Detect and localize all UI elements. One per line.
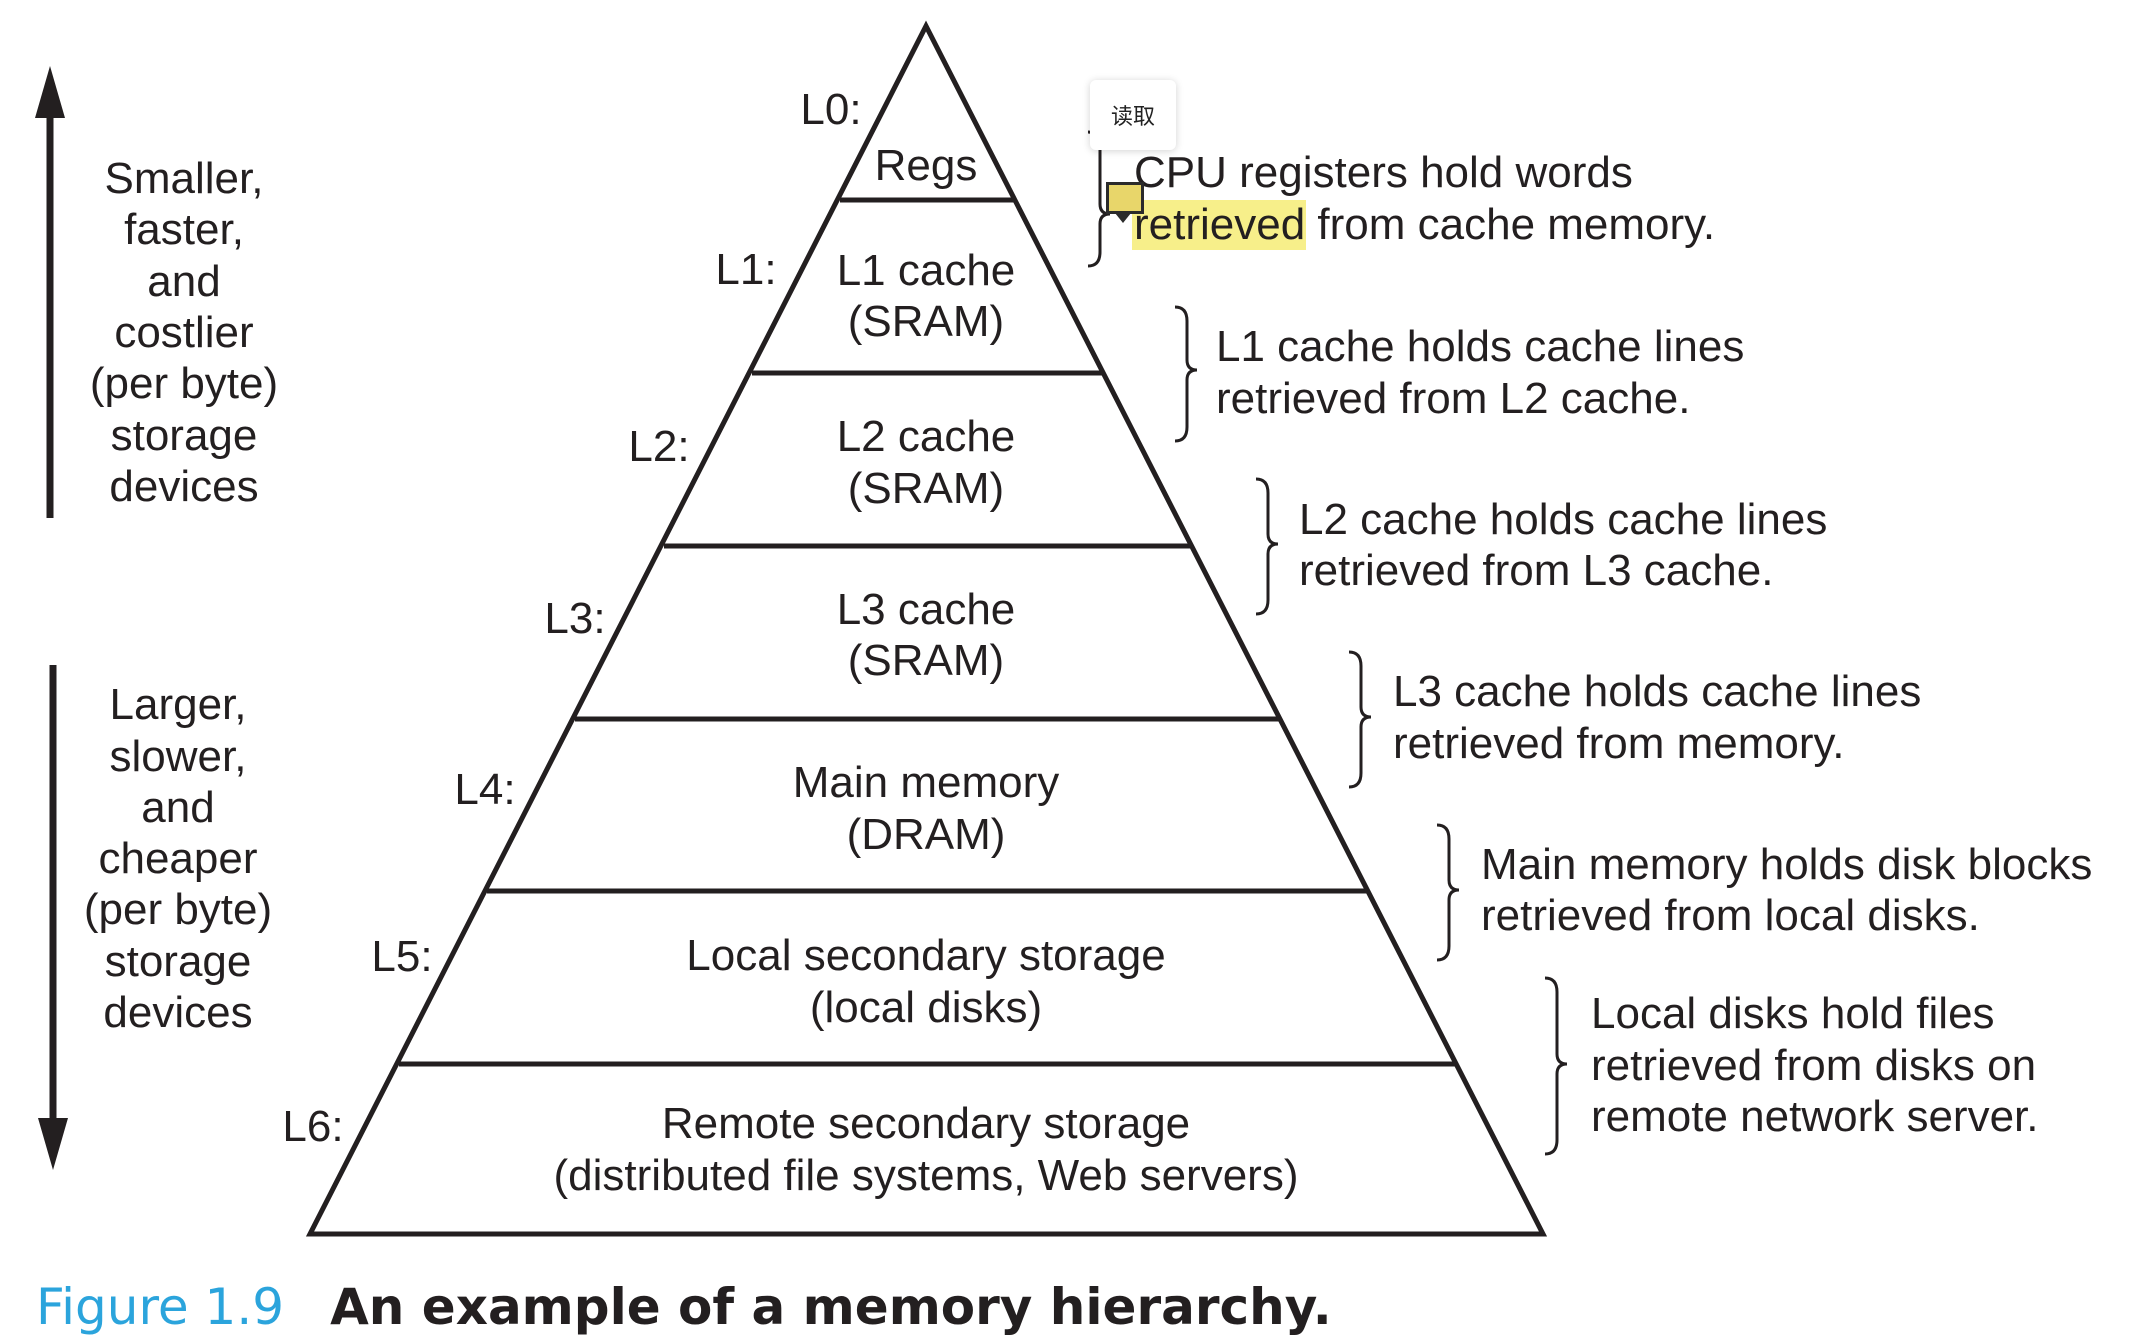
arrow-down-icon xyxy=(38,665,68,1170)
tier-l5-type: (local disks) xyxy=(810,983,1042,1032)
level-label-l6: L6: xyxy=(282,1102,343,1151)
tier-l3-name: L3 cache xyxy=(837,585,1016,634)
brace xyxy=(1544,976,1568,1156)
note-l2-line2: retrieved from L3 cache. xyxy=(1299,546,1773,595)
side-top-line: devices xyxy=(109,462,258,511)
level-label-l2: L2: xyxy=(628,422,689,471)
note-local-disks-line3: remote network server. xyxy=(1591,1092,2039,1141)
note-l2-line1: L2 cache holds cache lines xyxy=(1299,495,1827,544)
figure-title: An example of a memory hierarchy. xyxy=(330,1278,1332,1336)
note-main-memory-line1: Main memory holds disk blocks xyxy=(1481,840,2092,889)
note-main-memory-line2: retrieved from local disks. xyxy=(1481,891,1980,940)
tier-l1-name: L1 cache xyxy=(837,246,1016,295)
translate-popup-button[interactable]: 读取 xyxy=(1090,80,1176,150)
side-top-line: storage xyxy=(111,411,258,460)
tier-l2-name: L2 cache xyxy=(837,412,1016,461)
level-label-l3: L3: xyxy=(544,594,605,643)
tier-l5-name: Local secondary storage xyxy=(686,931,1165,980)
sticky-note-icon[interactable] xyxy=(1106,182,1144,223)
note-l1-line1: L1 cache holds cache lines xyxy=(1216,322,1744,371)
side-bottom-line: slower, xyxy=(110,732,247,781)
tier-l4-name: Main memory xyxy=(793,758,1060,807)
side-bottom-line: and xyxy=(141,783,214,832)
brace xyxy=(1436,823,1460,962)
side-top-line: faster, xyxy=(124,205,244,254)
side-bottom-line: devices xyxy=(103,988,252,1037)
side-bottom-line: Larger, xyxy=(110,680,247,729)
note-registers-line2: retrieved from cache memory. xyxy=(1134,200,1715,249)
figure-label: Figure 1.9 xyxy=(36,1278,285,1336)
tier-l3-type: (SRAM) xyxy=(848,636,1004,685)
side-bottom-line: cheaper xyxy=(98,834,257,883)
side-top-line: and xyxy=(147,257,220,306)
level-label-l0: L0: xyxy=(800,85,861,134)
pyramid-outline xyxy=(305,20,1548,1237)
level-label-l5: L5: xyxy=(371,932,432,981)
brace xyxy=(1174,305,1198,443)
note-local-disks-line2: retrieved from disks on xyxy=(1591,1041,2036,1090)
tier-regs: Regs xyxy=(875,141,978,190)
note-local-disks-line1: Local disks hold files xyxy=(1591,989,1995,1038)
brace xyxy=(1255,477,1279,616)
text-highlight xyxy=(1132,200,1306,250)
level-label-l4: L4: xyxy=(454,765,515,814)
tier-l6-type: (distributed file systems, Web servers) xyxy=(554,1151,1299,1200)
arrow-up-icon xyxy=(35,66,65,518)
figure-caption: Figure 1.9 An example of a memory hierarc… xyxy=(36,1278,1332,1336)
side-bottom-line: (per byte) xyxy=(84,885,272,934)
level-label-l1: L1: xyxy=(715,245,776,294)
side-top-line: costlier xyxy=(114,308,253,357)
note-l3-line2: retrieved from memory. xyxy=(1393,719,1845,768)
note-l3-line1: L3 cache holds cache lines xyxy=(1393,667,1921,716)
tier-l4-type: (DRAM) xyxy=(847,810,1006,859)
brace xyxy=(1348,650,1372,789)
note-l1-line2: retrieved from L2 cache. xyxy=(1216,374,1690,423)
side-bottom-line: storage xyxy=(105,937,252,986)
tier-l2-type: (SRAM) xyxy=(848,464,1004,513)
note-registers-line1: CPU registers hold words xyxy=(1134,148,1633,197)
side-top-line: (per byte) xyxy=(90,359,278,408)
tier-l6-name: Remote secondary storage xyxy=(662,1099,1190,1148)
tier-l1-type: (SRAM) xyxy=(848,297,1004,346)
side-top-line: Smaller, xyxy=(105,154,264,203)
